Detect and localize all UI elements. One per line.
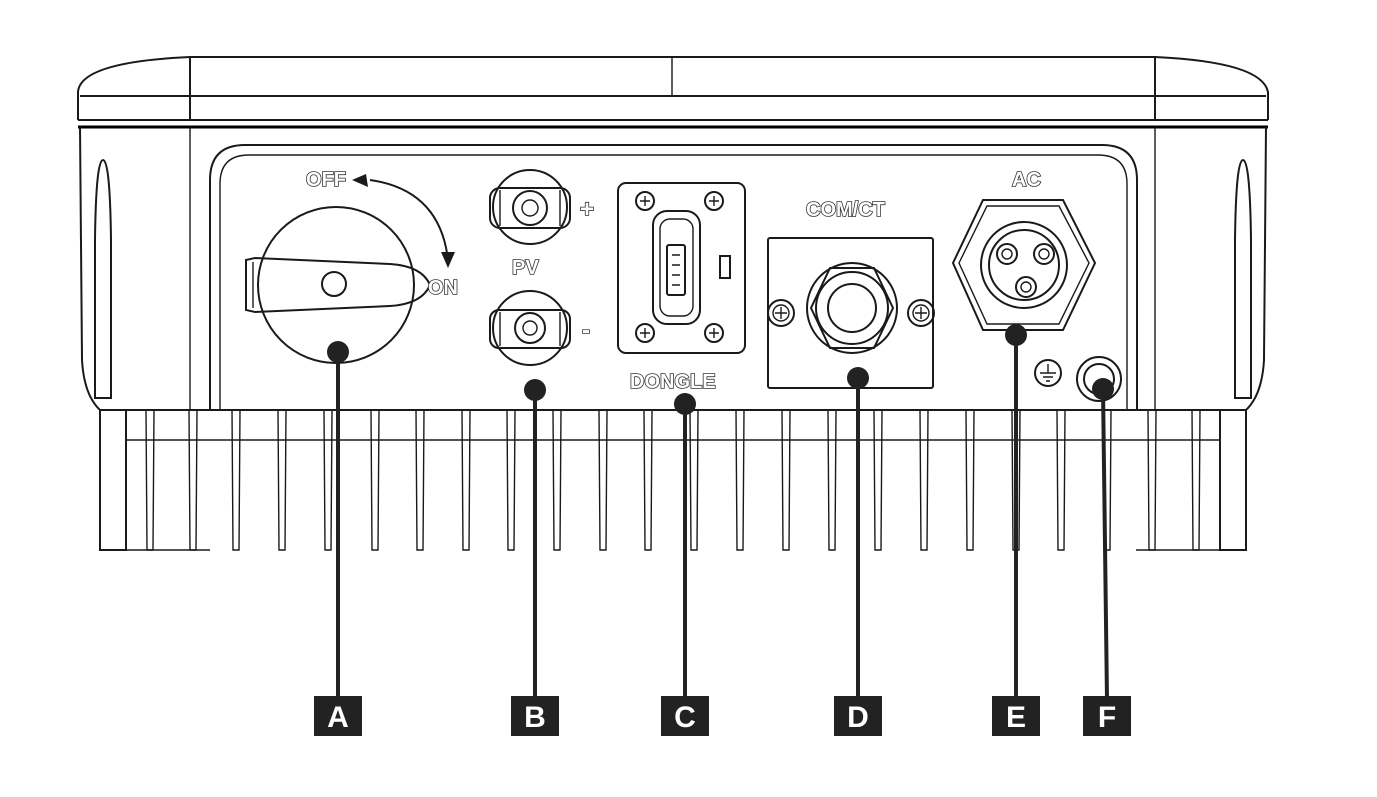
com-ct-label: COM/CT [806,199,885,221]
dc-switch[interactable] [245,206,432,364]
heat-sink-fin [735,409,745,551]
pv-plus-sign: + [580,196,594,223]
callout-f: F [1083,378,1131,736]
callout-letter: F [1098,701,1116,734]
housing-cover [77,56,1269,129]
callout-box [834,696,882,736]
heat-sink-fin [689,409,699,551]
heat-sink-fin [1147,409,1157,551]
heat-sink-fin [145,409,155,551]
callout-dot [327,341,349,363]
heat-sink-fin [370,409,380,551]
heat-sink-fin [552,409,562,551]
ac-label: AC [1012,169,1041,191]
heat-sink-fin [919,409,929,551]
com-ct-screws [767,299,935,327]
callouts: A B C D E F [314,324,1131,736]
callout-letter: C [674,701,696,734]
callout-dot [674,393,696,415]
heat-sink-fin [965,409,975,551]
heat-sink-fin [873,409,883,551]
ground-symbol-icon [1034,359,1062,387]
callout-box [511,696,559,736]
heat-sink-fin [188,409,198,551]
heat-sink-fin [231,409,241,551]
dongle-port[interactable] [617,182,746,354]
heat-sink-fin [323,409,333,551]
heat-sink-fin [461,409,471,551]
heat-sink-fin [643,409,653,551]
housing-body [79,126,1267,411]
heat-sink-fins [99,409,1247,551]
callout-d: D [834,367,882,736]
heat-sink-fin [781,409,791,551]
heat-sink-fin [277,409,287,551]
callout-dot [1005,324,1027,346]
heat-sink-fin [1191,409,1201,551]
switch-off-label: OFF [306,169,346,191]
heat-sink-fin [415,409,425,551]
pv-label: PV [512,257,539,279]
rotation-arrow-icon [352,174,455,268]
callout-box [1083,696,1131,736]
heat-sink-fin [827,409,837,551]
pv-minus-connector[interactable] [489,290,571,366]
pv-plus-connector[interactable] [489,169,571,245]
callout-leader-line [1101,388,1109,701]
callout-b: B [511,379,559,736]
callout-letter: D [847,701,869,734]
heat-sink-fin [506,409,516,551]
callout-a: A [314,341,362,736]
dongle-screws [635,191,724,343]
heat-sink-fin [598,409,608,551]
callout-box [314,696,362,736]
callout-dot [524,379,546,401]
callout-dot [1092,378,1114,400]
callout-box [661,696,709,736]
dongle-label: DONGLE [630,371,716,393]
callout-letter: B [524,701,546,734]
pv-minus-sign: - [582,317,590,344]
callout-e: E [992,324,1040,736]
callout-c: C [661,393,709,736]
ac-connector[interactable] [951,199,1097,331]
callout-letter: E [1006,701,1026,734]
switch-on-label: ON [428,277,458,299]
heat-sink-fin [1056,409,1066,551]
callout-dot [847,367,869,389]
callout-box [992,696,1040,736]
usb-port-icon [666,244,731,296]
callout-letter: A [327,701,349,734]
